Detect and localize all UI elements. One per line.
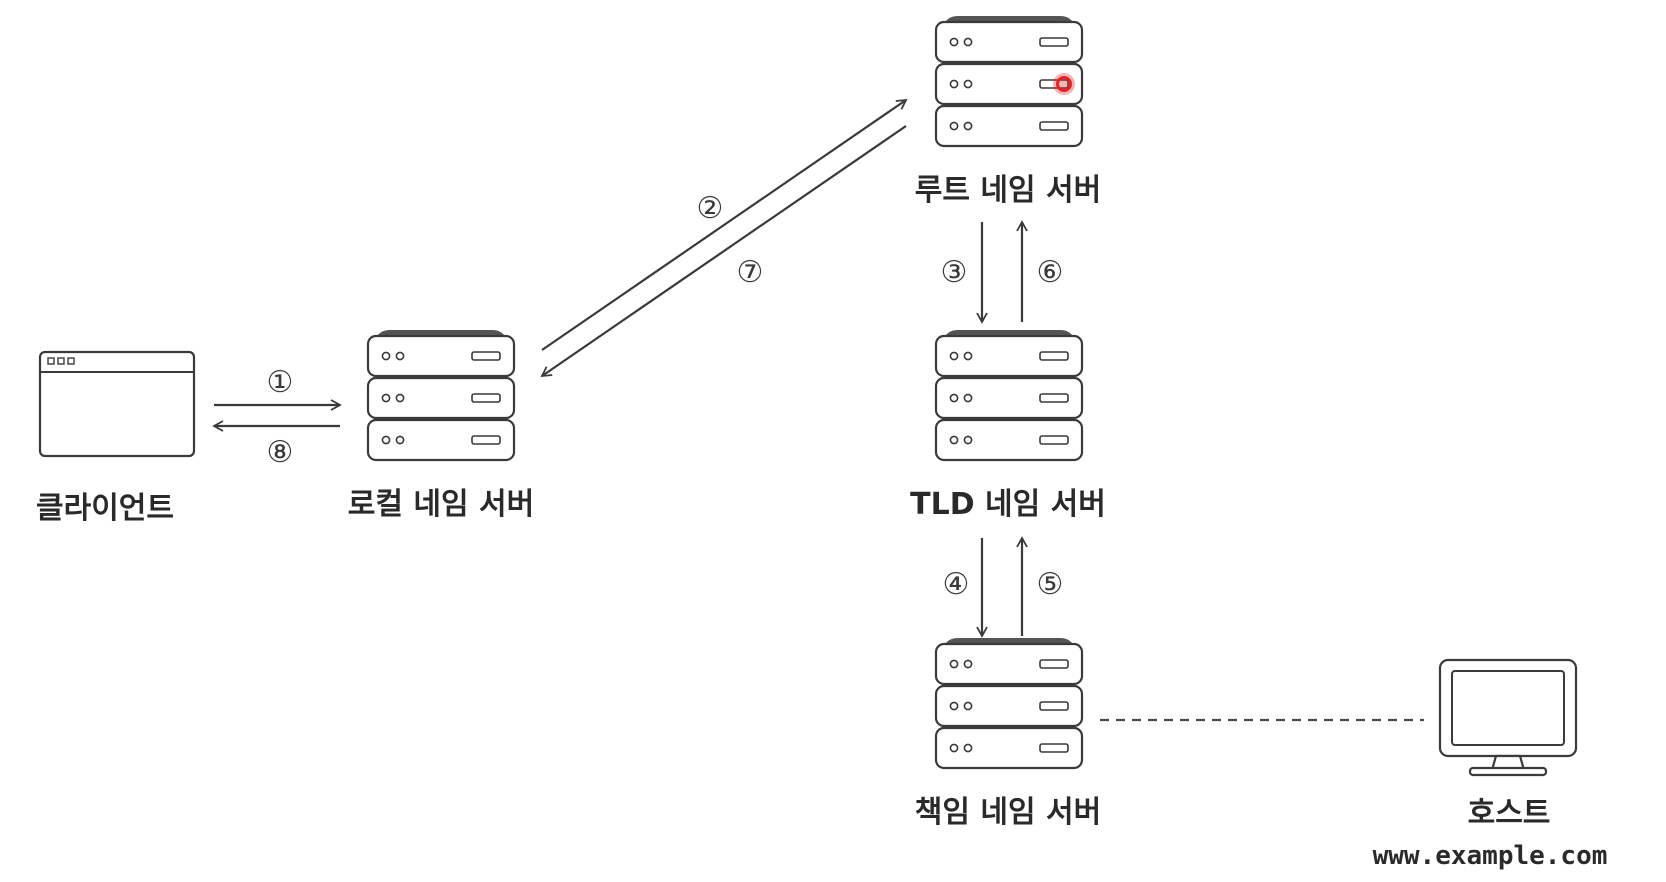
tld-server-label: TLD 네임 서버 xyxy=(910,487,1106,522)
step-4-label: ④ xyxy=(943,567,970,602)
step-5-label: ⑤ xyxy=(1037,567,1064,602)
auth-server-label: 책임 네임 서버 xyxy=(915,795,1102,830)
root-server-label: 루트 네임 서버 xyxy=(915,173,1102,208)
local-server-icon xyxy=(368,330,514,460)
tld-server-icon xyxy=(936,330,1082,460)
step-8-label: ⑧ xyxy=(267,435,294,470)
host-domain: www.example.com xyxy=(1373,841,1608,871)
local-server-label: 로컬 네임 서버 xyxy=(348,487,535,522)
arrow-step-7 xyxy=(540,125,907,378)
host-label: 호스트 xyxy=(1468,796,1551,831)
step-1-label: ① xyxy=(267,365,294,400)
step-2-label: ② xyxy=(697,191,724,226)
client-label: 클라이언트 xyxy=(36,491,174,526)
step-7-label: ⑦ xyxy=(737,255,764,290)
arrow-step-2 xyxy=(541,98,908,351)
step-6-label: ⑥ xyxy=(1037,255,1064,290)
host-monitor-icon xyxy=(1438,658,1578,777)
root-server-icon xyxy=(936,16,1082,146)
client-browser-icon xyxy=(38,350,196,458)
auth-server-icon xyxy=(936,638,1082,768)
step-3-label: ③ xyxy=(941,255,968,290)
